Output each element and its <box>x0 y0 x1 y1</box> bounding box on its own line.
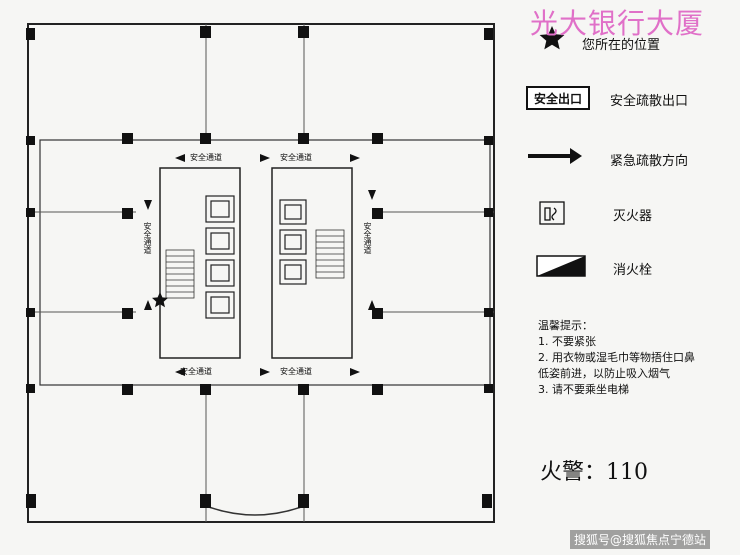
columns <box>26 26 493 508</box>
entrance-curve <box>205 505 305 516</box>
extinguisher-icon <box>539 201 565 225</box>
building-outline <box>27 23 495 523</box>
evacuation-arrows <box>144 154 376 376</box>
corridor-label-bottom-right: 安全通道 <box>280 367 312 376</box>
tips-heading: 温馨提示： <box>538 319 593 332</box>
elevators <box>205 195 307 319</box>
corridor-label-right: 安全通道 <box>363 222 372 254</box>
legend-star-icon <box>539 26 565 50</box>
tips-line: 低姿前进，以防止吸入烟气 <box>538 367 670 380</box>
hydrant-icon <box>536 255 586 277</box>
exit-sign-icon: 安全出口 <box>526 86 590 110</box>
legend-arrow-icon <box>528 148 582 164</box>
watermark: 搜狐号@搜狐焦点宁德站 <box>570 530 711 549</box>
stairs <box>165 229 345 299</box>
direction-label: 紧急疏散方向 <box>610 154 689 169</box>
safety-tips: 温馨提示： 1. 不要紧张 2. 用衣物或湿毛巾等物捂住口鼻 低姿前进，以防止吸… <box>538 318 695 398</box>
corridor-label-top-right: 安全通道 <box>280 153 312 162</box>
tips-line: 2. 用衣物或湿毛巾等物捂住口鼻 <box>538 351 695 364</box>
inner-ring <box>39 139 491 386</box>
building-title: 光大银行大厦 <box>530 7 705 40</box>
exit-label: 安全疏散出口 <box>610 94 689 109</box>
hydrant-label: 消火栓 <box>613 263 653 278</box>
corridor-label-top-left: 安全通道 <box>190 153 222 162</box>
tips-line: 1. 不要紧张 <box>538 335 596 348</box>
you-are-here-star <box>152 292 168 308</box>
you-are-here-label: 您所在的位置 <box>582 38 661 53</box>
core-left <box>159 167 241 359</box>
tips-line: 3. 请不要乘坐电梯 <box>538 383 629 396</box>
corridor-label-bottom-left: 安全通道 <box>180 367 212 376</box>
corridor-label-left: 安全通道 <box>143 222 152 254</box>
extinguisher-label: 灭火器 <box>613 209 653 224</box>
grid-lines <box>28 24 494 522</box>
core-right <box>271 167 353 359</box>
fire-alarm-number: 火警：110 <box>540 460 648 485</box>
